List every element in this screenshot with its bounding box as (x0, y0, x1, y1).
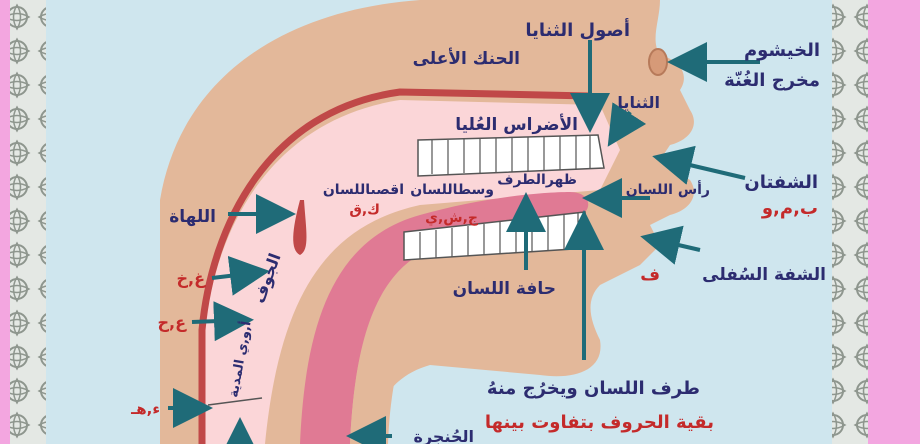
label-hunjura: الحُنجرة (414, 427, 474, 444)
label-ras-lisan: رأس اللسان (626, 180, 710, 198)
label-jsh-letters: ج,ش,ي (425, 210, 479, 227)
label-shafatan: الشفتان (744, 172, 818, 193)
label-ayn-ha: ع,ح (157, 313, 187, 332)
label-lahat: اللهاة (169, 207, 216, 227)
label-ghayn-kha: غ,خ (176, 269, 206, 288)
label-shafatan-letters: ب,م,و (761, 198, 818, 219)
label-tarf-line2: بقية الحروف بتفاوت بينها (485, 412, 714, 433)
label-kq-letters: ك,ق (349, 202, 380, 218)
label-hamza-ha: ء,هـ (130, 400, 160, 418)
label-shafa-sufla: الشفة السُفلى (702, 265, 826, 285)
label-tarf-line1: طرف اللسان ويخرُج منهُ (487, 378, 700, 399)
label-adras-ulya: الأضراس العُليا (455, 114, 578, 135)
label-usul-thanaya: أصول الثنايا (525, 18, 630, 41)
label-hafat-lisan: حافة اللسان (453, 279, 556, 299)
upper-teeth (418, 135, 604, 176)
label-ghunna-exit: مخرج الغُنّة (724, 69, 820, 91)
label-khayshum: الخيشوم (744, 40, 820, 61)
label-wasat-lisan: وسطاللسان (410, 182, 494, 198)
label-zahr-tarf: ظهرالطرف (497, 172, 577, 188)
label-thanaya: الثنايا (617, 93, 660, 112)
left-ornament-border (10, 0, 46, 444)
label-fa: ف (640, 265, 660, 285)
nostril (649, 49, 667, 75)
label-hanak-aala: الحنك الأعلى (413, 48, 520, 69)
right-ornament-border (832, 0, 868, 444)
arrow-ayn-ha (192, 320, 246, 322)
label-aqsa-lisan: اقصىاللسان (323, 182, 404, 198)
